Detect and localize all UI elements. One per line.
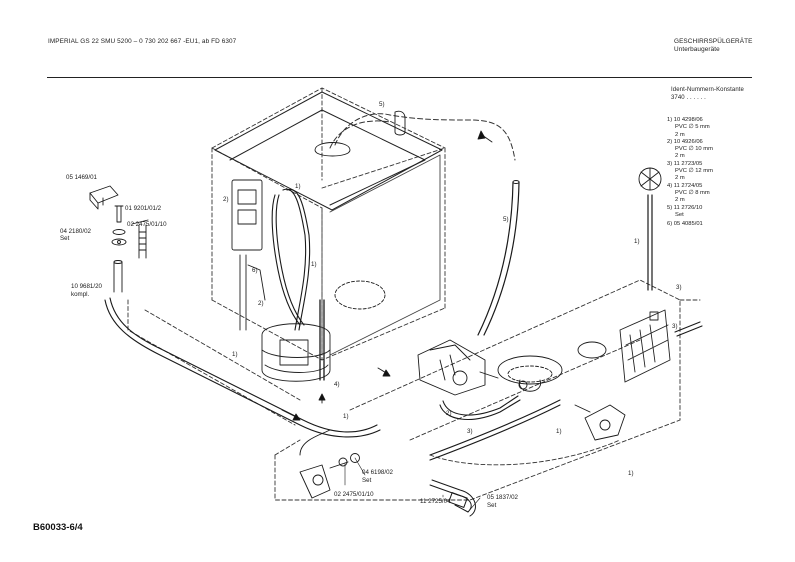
hose-5-right (483, 181, 520, 336)
part-label: 04 6198/02 (362, 469, 393, 476)
hose-1-left (271, 188, 311, 331)
part-label: 10 9681/20 (71, 283, 102, 290)
hose-5-clip (394, 110, 406, 136)
hose-5 (329, 113, 516, 161)
callout-1: 1) (295, 183, 301, 190)
pump-block (261, 323, 331, 382)
flow-arrow-head (292, 413, 301, 421)
hose-1-drain (104, 297, 381, 438)
hose-3-right (674, 321, 701, 333)
legend-detail: 2 m (675, 153, 685, 160)
hose-5-fitting (314, 142, 351, 157)
ident-label: Ident-Nummern-Konstante (671, 87, 744, 93)
callout-4: 4) (334, 381, 340, 388)
legend-item-4: 4) 11 2724/05 (667, 183, 713, 190)
callout-5: 5) (503, 216, 509, 223)
callout-5: 5) (379, 101, 385, 108)
parts-legend: 1) 10 4298/06 PVC ∅ 5 mm 2 m 2) 10 4926/… (667, 117, 713, 228)
legend-item-1: 1) 10 4298/06 (667, 117, 713, 124)
callout-2: 2) (223, 196, 229, 203)
float-switch (577, 341, 607, 359)
legend-number: 6) 05 4085/01 (667, 221, 703, 228)
part-label: kompl. (71, 291, 90, 298)
header-rule (47, 77, 752, 78)
callout-1: 1) (634, 238, 640, 245)
circulation-pump (417, 339, 499, 396)
legend-number: 3) 11 2723/05 (667, 160, 703, 167)
legend-detail: PVC ∅ 8 mm (675, 189, 710, 196)
flow-arrow-head (382, 369, 391, 377)
category-title: GESCHIRRSPÜLGERÄTE (674, 38, 753, 45)
callout-1: 1) (311, 261, 317, 268)
callout-3: 3) (672, 323, 678, 330)
part-label: Set (60, 235, 70, 242)
hose-3-center (429, 404, 561, 461)
dispenser-block (231, 179, 266, 331)
hose-2-center (442, 395, 519, 416)
callout-1: 1) (556, 428, 562, 435)
hose-5-right (477, 181, 514, 336)
category-subtitle: Unterbaugeräte (674, 46, 720, 53)
callout-6: 6) (252, 267, 258, 274)
callout-3: 3) (676, 284, 682, 291)
flow-arrow-head (318, 393, 326, 401)
programmer-unit (619, 309, 671, 383)
flow-arrow-head (477, 130, 486, 140)
hose-2-center (439, 399, 521, 420)
tub-rim (214, 91, 443, 211)
callout-1: 1) (628, 470, 634, 477)
drain-coupling (299, 429, 360, 499)
wheel-part (638, 167, 662, 191)
sump-outline (334, 280, 386, 310)
leader-lines (344, 457, 481, 513)
threaded-part (138, 224, 147, 259)
part-label: Set (487, 502, 497, 509)
legend-item-3: 3) 11 2723/05 (667, 161, 713, 168)
callout-3: 3) (467, 428, 473, 435)
callout-2: 2) (446, 410, 452, 417)
legend-detail: 2 m (675, 175, 685, 182)
legend-detail: PVC ∅ 12 mm (675, 168, 713, 175)
tub-side (329, 154, 441, 356)
part-label: 02 2475/01/10 (127, 221, 167, 228)
legend-number: 5) 11 2726/10 (667, 204, 703, 211)
tube-part (113, 260, 123, 293)
part-label: 05 1837/02 (487, 494, 518, 501)
washer-part (111, 229, 127, 246)
legend-detail: 2 m (675, 131, 685, 138)
part-label: 02 2475/01/10 (334, 491, 374, 498)
legend-item-5: 5) 11 2726/10 (667, 205, 713, 212)
part-label: 01 9201/01/2 (125, 205, 162, 212)
drawing-number: B60033-6/4 (33, 522, 83, 533)
callout-1: 1) (232, 351, 238, 358)
part-label: 04 2180/02 (60, 228, 91, 235)
spray-arm-base (497, 355, 563, 392)
legend-number: 4) 11 2724/05 (667, 182, 703, 189)
inlet-valve (574, 404, 626, 441)
document-title: IMPERIAL GS 22 SMU 5200 – 0 730 202 667 … (48, 38, 237, 45)
legend-detail: PVC ∅ 5 mm (675, 124, 710, 131)
part-label: Set (362, 477, 372, 484)
hose-3-center (429, 399, 561, 456)
leader-line (131, 219, 149, 225)
hose-end (512, 180, 520, 184)
legend-number: 2) 10 4926/06 (667, 138, 703, 145)
legend-number: 1) 10 4298/06 (667, 117, 703, 123)
part-label: 11 2725/04 (420, 498, 451, 505)
callout-2: 2) (258, 300, 264, 307)
part-label: 05 1469/01 (66, 174, 97, 181)
legend-detail: Set (675, 211, 684, 218)
legend-detail: 2 m (675, 197, 685, 204)
legend-item-6: 6) 05 4085/01 (667, 221, 713, 228)
legend-detail: PVC ∅ 10 mm (675, 146, 713, 153)
callout-1: 1) (343, 413, 349, 420)
hose-3-right (676, 325, 703, 337)
legend-item-2: 2) 10 4926/06 (667, 139, 713, 146)
ident-number: 3740 . . . . . . (671, 95, 706, 101)
bracket-part (89, 185, 119, 210)
screw-part (114, 205, 124, 223)
